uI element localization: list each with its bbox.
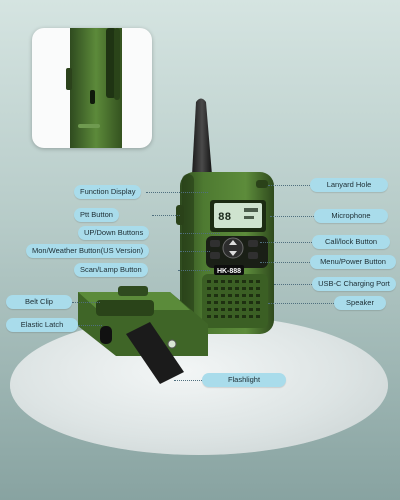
callout-function-display: Function Display [74,185,142,199]
leader-line [270,216,314,217]
leader-line [72,302,100,303]
side-closeup-illustration [66,28,122,148]
ptt-side-button [176,205,184,225]
callout-belt-clip: Belt Clip [6,295,72,309]
callout-mon-weather-button: Mon/Weather Button(US Version) [26,244,150,258]
callout-microphone: Microphone [314,209,388,223]
leader-line [174,380,202,381]
callout-ptt-button: Ptt Button [74,208,119,222]
elastic-latch-shape [100,326,112,344]
callout-scan-lamp-button: Scan/Lamp Button [74,263,148,277]
leader-line [180,251,210,252]
callout-flashlight: Flashlight [202,373,286,387]
leader-line [146,192,208,193]
lying-radio [78,286,208,384]
side-closeup-inset [32,28,152,148]
callout-menu-power-button: Menu/Power Button [310,255,396,269]
model-badge: HK-888 [217,268,241,275]
callout-lanyard-hole: Lanyard Hole [310,178,388,192]
leader-line [152,215,180,216]
callout-usb-c-charging-port: USB-C Charging Port [312,277,396,291]
updown-dial [222,237,244,259]
callout-up-down-buttons: UP/Down Buttons [78,226,150,240]
leader-line [268,303,334,304]
leader-line [260,262,310,263]
callout-speaker: Speaker [334,296,386,310]
antenna [192,98,212,175]
lanyard-loop [256,180,268,188]
svg-text:88: 88 [218,212,232,224]
speaker-grille [202,274,268,328]
leader-line [274,284,312,285]
model-badge-bg [214,265,244,275]
leader-line [268,185,310,186]
leader-line [78,325,102,326]
leader-line [178,270,210,271]
callout-call-lock-button: Call/lock Button [312,235,390,249]
lying-antenna [126,322,184,384]
standing-radio: 88 [176,98,274,334]
leader-line [260,242,312,243]
flashlight-lens [167,339,177,349]
callout-elastic-latch: Elastic Latch [6,318,78,332]
leader-line [180,233,220,234]
belt-clip-shape [96,300,154,316]
